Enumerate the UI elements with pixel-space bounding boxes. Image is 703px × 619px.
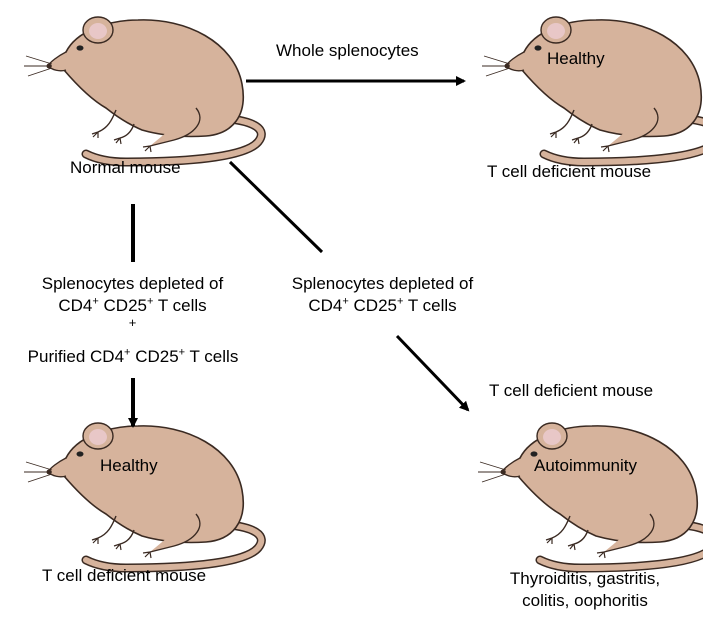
tcell-deficient-mouse-top-illustration [482,17,703,162]
tcell-deficient-mouse-bottom-right-illustration [478,423,703,568]
left-branch-line2: CD4+ CD25+ T cells [58,295,207,315]
state-autoimmunity-bottom-right: Autoimmunity [534,456,637,475]
tcell-deficient-mouse-bottom-left-illustration [24,423,261,568]
left-branch-label: Splenocytes depleted of CD4+ CD25+ T cel… [30,273,235,329]
diagonal-branch-line2: CD4+ CD25+ T cells [308,295,457,315]
left-branch-line4: Purified CD4+ CD25+ T cells [27,346,239,366]
left-branch-plus: + [128,315,137,330]
state-healthy-bottom-left: Healthy [100,456,158,475]
outcome-line1: Thyroiditis, gastritis, [509,569,661,588]
outcome-label: Thyroiditis, gastritis, colitis, oophori… [480,568,690,612]
normal-mouse-illustration [24,17,261,162]
diagonal-branch-label: Splenocytes depleted of CD4+ CD25+ T cel… [280,273,485,317]
label-tcell-deficient-top: T cell deficient mouse [487,162,652,181]
arrow-diagonal-branch-bottom [395,334,470,412]
label-tcell-deficient-bottom-left: T cell deficient mouse [42,566,207,585]
diagonal-branch-line1: Splenocytes depleted of [291,274,474,293]
left-branch-line1: Splenocytes depleted of [41,274,224,293]
line-diagonal-branch-top [228,160,324,254]
state-healthy-top-right: Healthy [547,49,605,68]
outcome-line2: colitis, oophoritis [522,591,648,610]
label-tcell-deficient-bottom-right: T cell deficient mouse [489,381,654,400]
label-whole-splenocytes: Whole splenocytes [276,41,419,60]
label-normal-mouse: Normal mouse [70,158,181,177]
